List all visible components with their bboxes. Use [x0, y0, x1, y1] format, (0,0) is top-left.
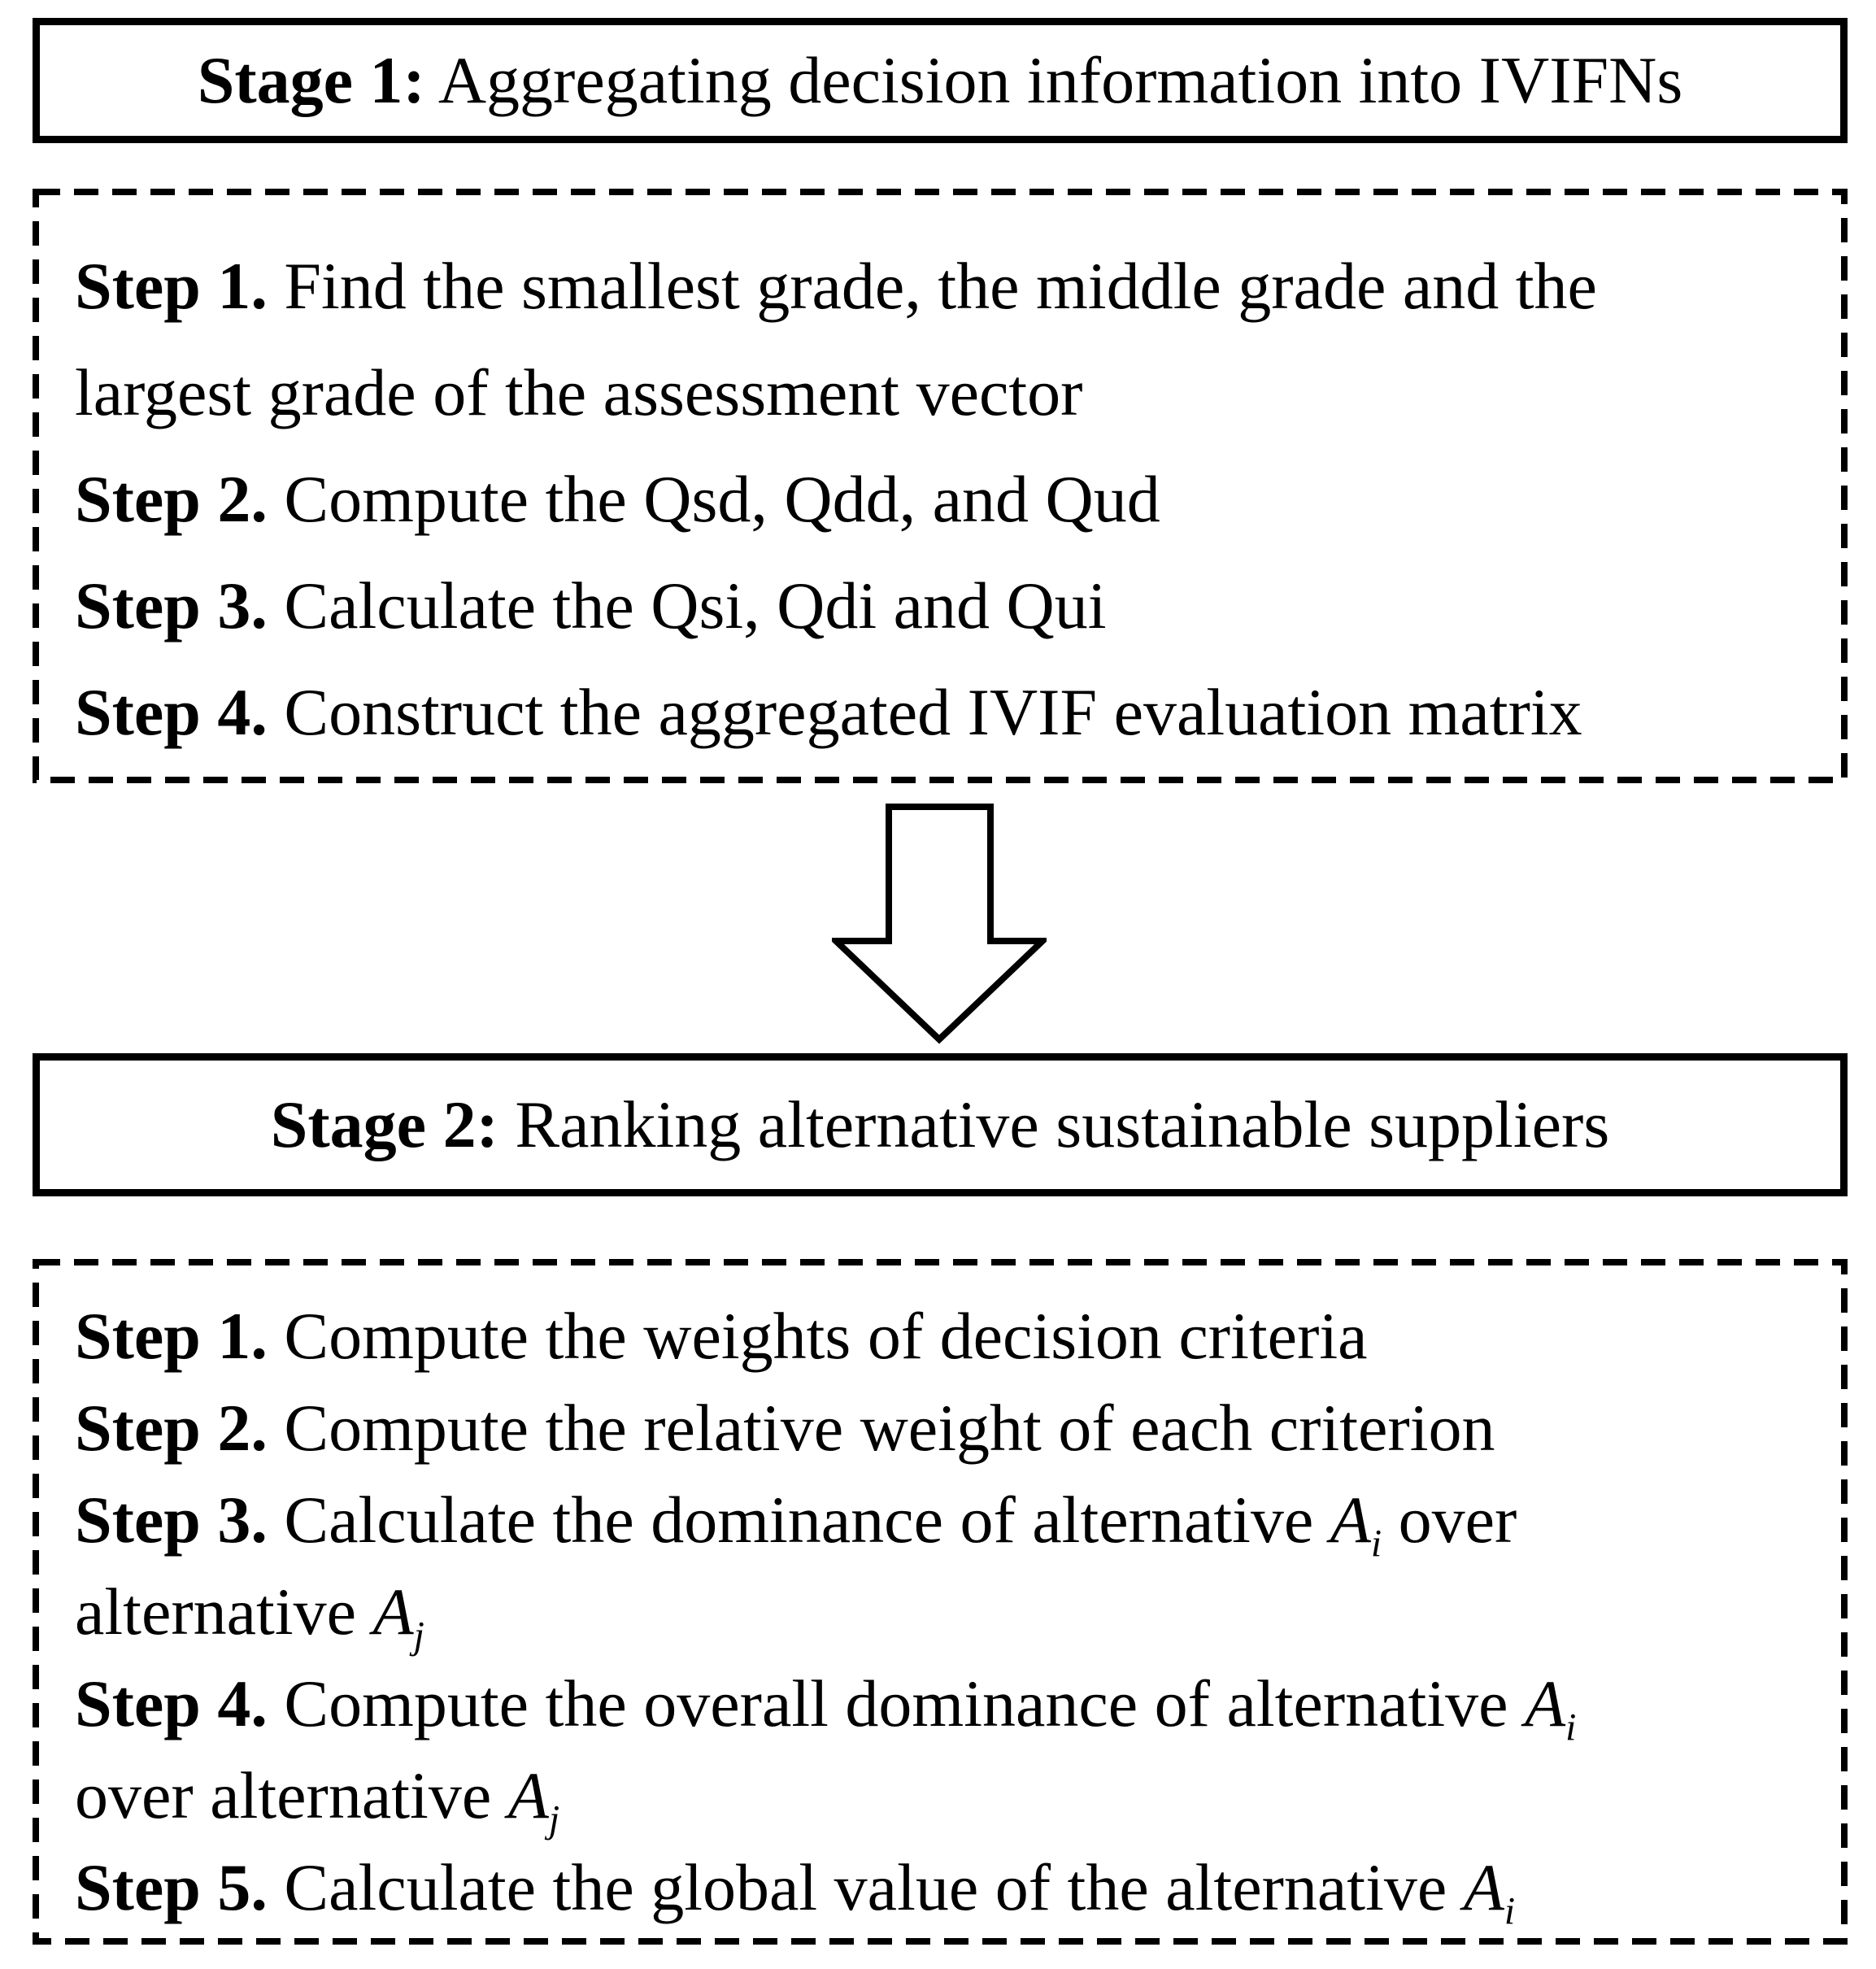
step-line: largest grade of the assessment vector — [75, 355, 1083, 429]
step-line: Step 1. Compute the weights of decision … — [75, 1299, 1368, 1373]
step-line: Step 5. Calculate the global value of th… — [75, 1850, 1516, 1933]
stage2-title: Stage 2: Ranking alternative sustainable… — [271, 1087, 1609, 1163]
stage2-steps-box: Step 1. Compute the weights of decision … — [33, 1259, 1848, 1945]
step-line: Step 4. Construct the aggregated IVIF ev… — [75, 675, 1582, 749]
stage2-header-box: Stage 2: Ranking alternative sustainable… — [33, 1053, 1848, 1196]
dashed-border — [33, 189, 1848, 783]
dashed-border — [33, 1259, 1848, 1945]
step: Step 3. Calculate the Qsi, Qdi and Qui — [75, 552, 1835, 659]
step-line: Step 2. Compute the relative weight of e… — [75, 1391, 1495, 1465]
stage2-steps: Step 1. Compute the weights of decision … — [75, 1290, 1835, 1933]
step-line: Step 1. Find the smallest grade, the mid… — [75, 249, 1597, 323]
stage2-title-label: Stage 2: — [270, 1087, 498, 1161]
step: Step 1. Compute the weights of decision … — [75, 1290, 1835, 1382]
step-line: Step 4. Compute the overall dominance of… — [75, 1666, 1577, 1749]
step-line: Step 2. Compute the Qsd, Qdd, and Qud — [75, 462, 1160, 536]
step: Step 4. Construct the aggregated IVIF ev… — [75, 659, 1835, 765]
step: Step 2. Compute the relative weight of e… — [75, 1382, 1835, 1474]
down-arrow-icon — [832, 804, 1047, 1044]
stage1-steps-box: Step 1. Find the smallest grade, the mid… — [33, 189, 1848, 783]
step: Step 5. Calculate the global value of th… — [75, 1841, 1835, 1933]
stage1-title: Stage 1: Aggregating decision informatio… — [198, 42, 1683, 119]
stage1-title-text: Aggregating decision information into IV… — [424, 43, 1683, 117]
step-line: Step 3. Calculate the Qsi, Qdi and Qui — [75, 568, 1107, 643]
stage2-title-text: Ranking alternative sustainable supplier… — [498, 1087, 1610, 1161]
step: Step 1. Find the smallest grade, the mid… — [75, 233, 1835, 446]
step: Step 2. Compute the Qsd, Qdd, and Qud — [75, 446, 1835, 552]
step-line: over alternative Aj — [75, 1758, 560, 1841]
stage1-header-box: Stage 1: Aggregating decision informatio… — [33, 18, 1848, 143]
step-line: Step 3. Calculate the dominance of alter… — [75, 1483, 1517, 1566]
step: Step 4. Compute the overall dominance of… — [75, 1658, 1835, 1841]
stage1-steps: Step 1. Find the smallest grade, the mid… — [75, 233, 1835, 765]
stage1-title-label: Stage 1: — [197, 43, 425, 117]
step: Step 3. Calculate the dominance of alter… — [75, 1474, 1835, 1658]
step-line: alternative Aj — [75, 1575, 424, 1658]
